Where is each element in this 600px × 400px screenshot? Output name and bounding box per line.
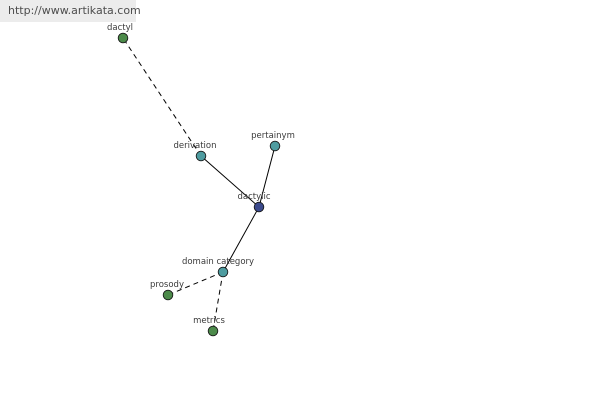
edge-dactylic-pertainym <box>258 145 276 208</box>
label-metrics[interactable]: metrics <box>193 316 225 326</box>
site-link[interactable]: http://www.artikata.com <box>0 0 141 22</box>
node-pertainym[interactable] <box>269 140 281 152</box>
label-dactylic[interactable]: dactylic <box>237 192 270 202</box>
edge-dactylic-derivation <box>200 155 260 208</box>
node-domain-category[interactable] <box>217 266 229 278</box>
nodes-layer <box>117 32 281 337</box>
node-derivation[interactable] <box>195 150 207 162</box>
label-prosody[interactable]: prosody <box>150 280 184 290</box>
label-pertainym[interactable]: pertainym <box>251 131 295 141</box>
node-dactyl[interactable] <box>117 32 129 44</box>
edge-dactylic-domain-category <box>222 206 260 273</box>
label-derivation[interactable]: derivation <box>173 141 216 151</box>
labels-layer: dactylic derivation pertainym domain catego… <box>107 23 295 326</box>
edge-derivation-dactyl <box>122 37 202 157</box>
edge-domain-category-metrics <box>212 271 224 332</box>
label-domain-category[interactable]: domain category <box>182 257 254 267</box>
node-prosody[interactable] <box>162 289 174 301</box>
node-dactylic[interactable] <box>253 201 265 213</box>
edges-layer <box>122 37 276 332</box>
label-dactyl[interactable]: dactyl <box>107 23 133 33</box>
node-metrics[interactable] <box>207 325 219 337</box>
edge-domain-category-prosody <box>167 271 224 296</box>
